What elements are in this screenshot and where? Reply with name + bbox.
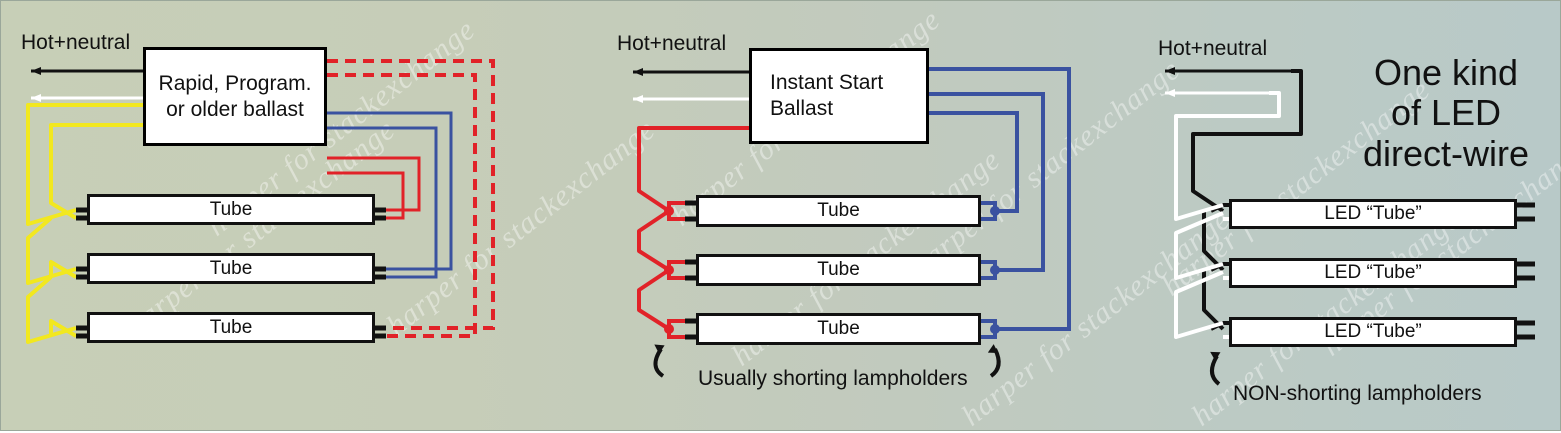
- panel2-caption: Usually shorting lampholders: [698, 367, 968, 390]
- panel2-red-junction-2: [664, 265, 674, 275]
- panel1-blue-wire-bottom: [327, 126, 438, 279]
- panel1-red-dashed-top: [327, 59, 495, 330]
- panel2-blue-wire-1: [929, 111, 1019, 213]
- panel1-yellow-wire-a: [26, 103, 143, 226]
- panel2-tube2-left-pins: [685, 259, 698, 281]
- panel2-ballast-label: Instant Start Ballast: [770, 71, 884, 120]
- panel1-tube-2: Tube: [87, 253, 375, 284]
- panel1-tube3-right-pins: [373, 325, 386, 339]
- panel1-tube-1: Tube: [87, 194, 375, 225]
- panel3-black-main: [1191, 69, 1303, 213]
- tube-label: Tube: [209, 257, 253, 279]
- panel2-red-bus-1: [637, 126, 749, 213]
- panel1-tube-3: Tube: [87, 312, 375, 343]
- panel3-caption: NON-shorting lampholders: [1233, 382, 1482, 405]
- panel1-tube3-left-pins: [76, 325, 89, 339]
- panel2-blue-junction-1: [990, 206, 1000, 216]
- panel1-blue-wire-top: [327, 111, 453, 271]
- panel3-black-drop-3: [1202, 270, 1225, 331]
- tube-label: LED “Tube”: [1324, 262, 1422, 283]
- panel1-tube2-right-pins: [373, 266, 386, 280]
- panel2-blue-wire-3: [929, 67, 1071, 331]
- panel2-tube3-left-pins: [685, 318, 698, 340]
- panel2-supply-label: Hot+neutral: [617, 32, 727, 55]
- tube-label: Tube: [817, 259, 860, 280]
- panel1-supply-label: Hot+neutral: [21, 31, 131, 54]
- panel3-supply-label: Hot+neutral: [1158, 37, 1268, 60]
- panel2-red-bus-3: [637, 268, 671, 331]
- tube-label: LED “Tube”: [1324, 203, 1422, 224]
- panel3-white-zig-2: [1174, 211, 1224, 280]
- panel1-yellow-wire-f: [49, 319, 78, 338]
- tube-label: Tube: [209, 198, 253, 220]
- panel2-ballast-box: Instant Start Ballast: [749, 48, 929, 144]
- panel1-red-wire-bottom: [327, 171, 405, 220]
- panel3-white-main: [1174, 91, 1281, 221]
- tube-label: Tube: [817, 318, 860, 339]
- panel2-red-junction-3: [664, 324, 674, 334]
- tube-label: Tube: [817, 200, 860, 221]
- panel2-callout-arrow-left: [653, 344, 665, 378]
- panel1-ballast-box: Rapid, Program. or older ballast: [143, 47, 327, 146]
- panel1-tube2-left-pins: [76, 266, 89, 280]
- panel1-red-dashed-bottom: [327, 73, 477, 338]
- panel2-red-bus-2: [637, 209, 671, 272]
- panel1-tube1-left-pins: [76, 207, 89, 221]
- panel1-yellow-wire-d: [49, 260, 78, 279]
- panel3-callout-arrow: [1210, 351, 1221, 386]
- panel2-red-junction-1: [664, 206, 674, 216]
- panel3-tube-2: LED “Tube”: [1229, 258, 1517, 288]
- panel2-tube1-left-pins: [685, 200, 698, 222]
- panel3-white-zig-3: [1174, 270, 1224, 339]
- panel2-tube-3: Tube: [696, 313, 981, 345]
- panel2-tube-2: Tube: [696, 254, 981, 286]
- panel3-black-drop-2: [1202, 211, 1225, 272]
- panel1-tube1-right-pins: [373, 207, 386, 221]
- panel3-tube-1: LED “Tube”: [1229, 199, 1517, 229]
- panel3-tube-3: LED “Tube”: [1229, 317, 1517, 347]
- panel3-title: One kind of LED direct-wire: [1362, 52, 1530, 174]
- panel2-blue-junction-2: [990, 265, 1000, 275]
- panel2-tube-1: Tube: [696, 195, 981, 227]
- panel2-blue-wire-2: [929, 92, 1045, 272]
- panel1-ballast-label: Rapid, Program. or older ballast: [158, 71, 312, 121]
- panel1-yellow-wire-b: [49, 123, 143, 220]
- panel2-blue-junction-3: [990, 324, 1000, 334]
- panel2-callout-arrow-right: [987, 344, 1001, 378]
- tube-label: LED “Tube”: [1324, 321, 1422, 342]
- tube-label: Tube: [209, 316, 253, 338]
